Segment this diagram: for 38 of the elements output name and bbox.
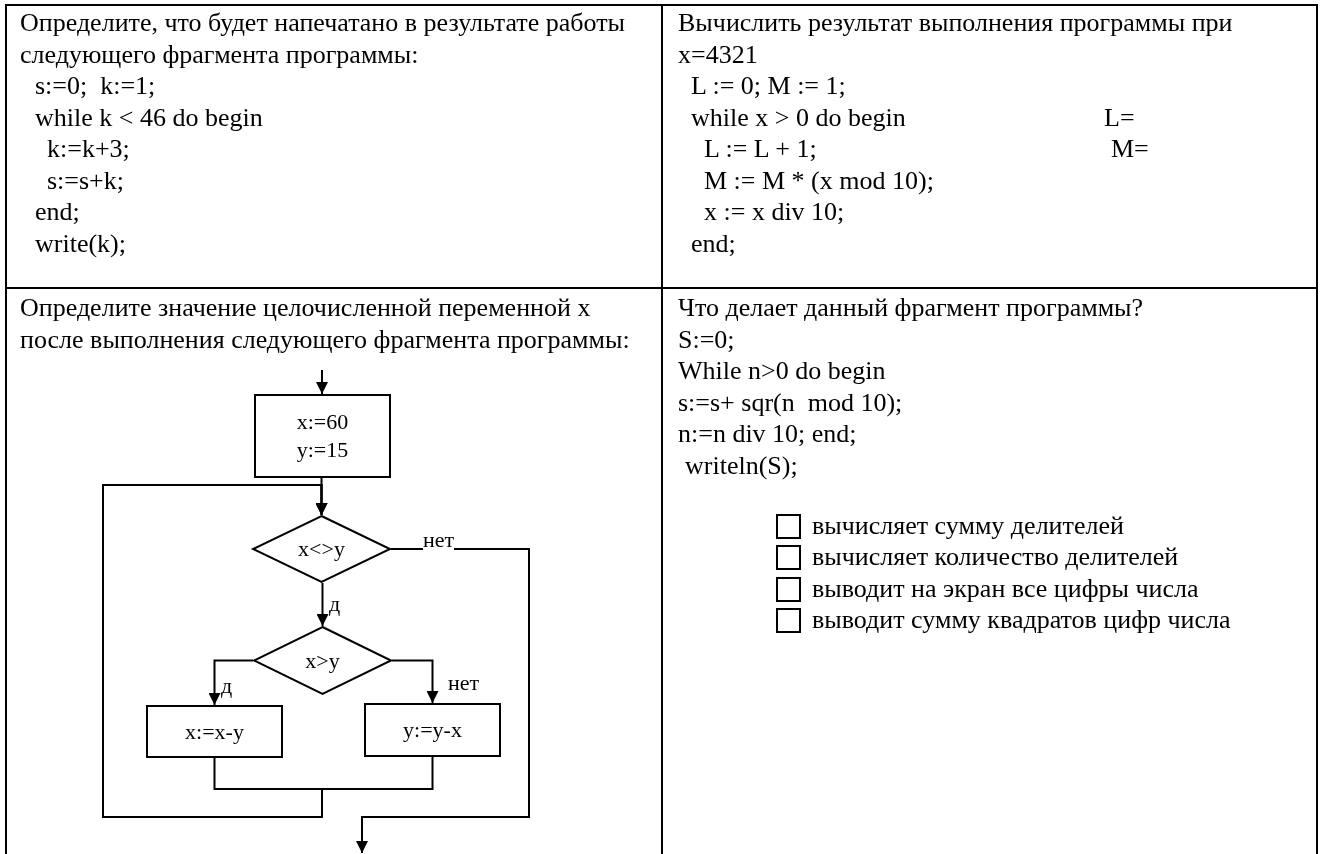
code-line: while k < 46 do begin [35,101,263,133]
question-text: Определите, что будет напечатано в результате работы следующего фрагмента программы: [20,7,627,70]
arrow [208,659,254,706]
code-line: s:=s+k; [47,164,124,196]
arrow [356,548,530,854]
code-line: s:=s+ sqr(n mod 10); [678,386,903,418]
answer-option: выводит сумму квадратов цифр числа [812,604,1231,636]
process-box: x:=x-y [146,705,283,758]
question-text: Вычислить результат выполнения программы при x=4321 [678,7,1234,70]
code-line: end; [691,227,736,259]
process-box: y:=y-x [364,703,501,757]
code-line: end; [35,196,80,228]
code-line: L := 0; M := 1; [691,70,846,102]
process-box: x:=60 y:=15 [254,394,391,478]
arrow [102,484,434,818]
code-line: While n>0 do begin [678,355,886,387]
code-line: x := x div 10; [704,196,845,228]
arrow [316,582,329,627]
code-line: L := L + 1; [704,133,817,165]
code-line: write(k); [35,227,126,259]
decision-diamond: x<>y [252,515,391,583]
question-text: Что делает данный фрагмент программы? [678,292,1144,324]
code-line: S:=0; [678,323,735,355]
answer-option: вычисляет сумму делителей [812,510,1124,542]
decision-diamond: x>y [253,626,392,695]
code-line: M := M * (x mod 10); [704,164,934,196]
arrow [316,369,328,395]
code-line: s:=0; k:=1; [35,70,156,102]
answer-option: выводит на экран все цифры числа [812,573,1199,605]
question-text: Определите значение целочисленной переменной x после выполнения следующего фрагмента программы: [20,292,631,355]
code-line: k:=k+3; [47,133,130,165]
arrow [391,659,439,704]
answer-prompt: M= [1111,133,1149,165]
code-line: n:=n div 10; end; [678,418,857,450]
code-line: while x > 0 do begin [691,101,906,133]
answer-prompt: L= [1104,101,1135,133]
answer-option: вычисляет количество делителей [812,541,1179,573]
code-line: writeln(S); [685,449,798,481]
